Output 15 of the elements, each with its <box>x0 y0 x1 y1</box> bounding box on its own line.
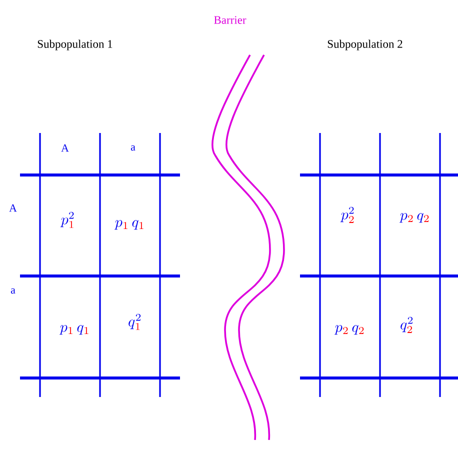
genotype-frequency: $p_{\textcolor{red}{1}}\,q_{\textcolor{red}{1}}$ <box>59 325 88 335</box>
genotype-frequency: $p_{\textcolor{red}{2}}\,q_{\textcolor{red}{2}}$ <box>399 213 429 223</box>
allele-label: A <box>9 204 17 212</box>
genotype-frequency: $q^{2}_{\textcolor{red}{2}}$ <box>400 316 413 333</box>
genotype-frequency: $p_{\textcolor{red}{1}}\,q_{\textcolor{red}{1}}$ <box>114 220 144 230</box>
allele-label: a <box>130 145 136 151</box>
allele-label: A <box>61 144 69 152</box>
allele-label: a <box>10 288 16 294</box>
subpopulation-label: Subpopulation 2 <box>328 40 402 50</box>
genotype-frequency: $p^{2}_{\textcolor{red}{1}}$ <box>60 212 74 228</box>
genotype-frequency: $p_{\textcolor{red}{2}}\,q_{\textcolor{red}{2}}$ <box>334 325 364 335</box>
genotype-frequency: $p^{2}_{\textcolor{red}{2}}$ <box>340 206 354 223</box>
barrier-label: Barrier <box>214 16 246 24</box>
genotype-frequency: $q^{2}_{\textcolor{red}{1}}$ <box>128 314 141 330</box>
subpopulation-label: Subpopulation 1 <box>38 40 112 50</box>
